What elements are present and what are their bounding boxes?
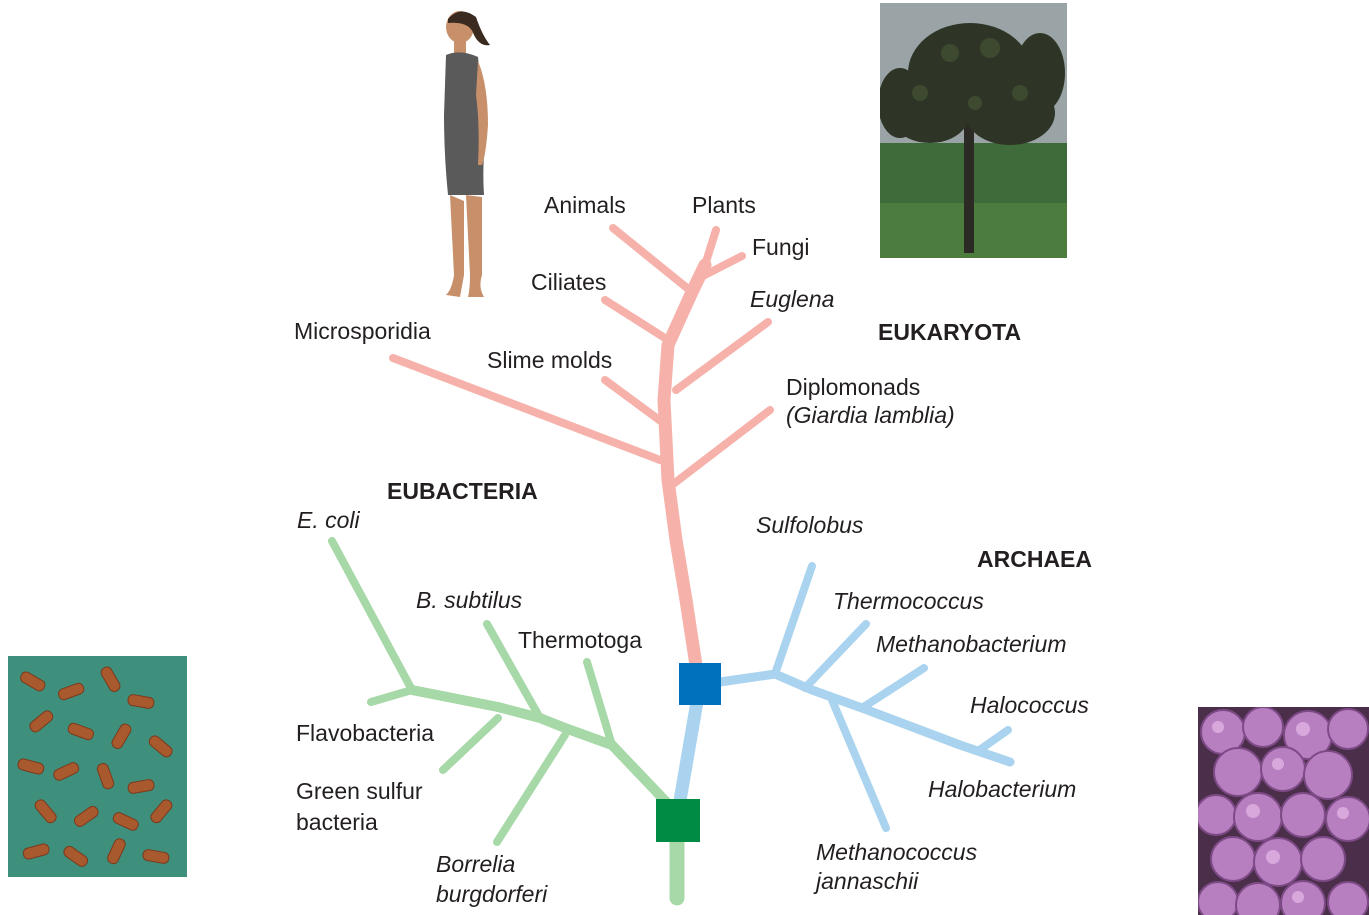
branch-animals [613,228,692,292]
label-thermococcus: Thermococcus [833,587,984,615]
human-figure-photo [430,5,496,303]
label-burgdorferi: burgdorferi [436,880,547,908]
branch-methanobacterium [862,668,924,708]
domain-archaea-label: ARCHAEA [977,545,1092,573]
domain-eukaryota-label: EUKARYOTA [878,318,1021,346]
rod-bacteria-micrograph [8,656,187,877]
archaea-trunk [677,690,699,818]
label-diplomonads: Diplomonads [786,373,920,401]
branch-green-sulfur [443,718,498,770]
label-thermotoga: Thermotoga [518,626,642,654]
branch-thermococcus [805,624,866,688]
branch-e-coli [332,541,412,690]
label-giardia-lamblia: (Giardia lamblia) [786,401,955,429]
label-e-coli: E. coli [297,506,360,534]
branch-plants [705,230,716,265]
tree-photo [880,3,1067,258]
label-euglena: Euglena [750,285,834,313]
archaea-root-node [679,663,721,705]
branch-diplomonads [672,410,770,485]
branch-flavobacteria [371,690,412,702]
label-slime-molds: Slime molds [487,346,612,374]
label-halococcus: Halococcus [970,691,1089,719]
label-flavobacteria: Flavobacteria [296,719,434,747]
label-green-sulfur-bacteria: bacteria [296,808,378,836]
archaea-stem [720,674,1010,762]
label-halobacterium: Halobacterium [928,775,1076,803]
label-methanobacterium: Methanobacterium [876,630,1067,658]
label-borrelia: Borrelia [436,850,515,878]
coccus-archaea-micrograph [1198,707,1369,915]
label-animals: Animals [544,191,626,219]
branch-halococcus [978,730,1008,751]
label-plants: Plants [692,191,756,219]
label-sulfolobus: Sulfolobus [756,511,863,539]
eubacteria-stem [412,690,672,808]
branch-sulfolobus [775,566,812,674]
label-fungi: Fungi [752,233,810,261]
label-jannaschii: jannaschii [816,867,918,895]
branch-slime-molds [605,380,662,422]
domain-eubacteria-label: EUBACTERIA [387,477,538,505]
branch-methanococcus [832,700,886,828]
label-green-sulfur: Green sulfur [296,777,423,805]
branch-euglena [676,322,768,390]
branch-ciliates [605,300,668,340]
label-ciliates: Ciliates [531,268,606,296]
label-microsporidia: Microsporidia [294,317,431,345]
label-methanococcus: Methanococcus [816,838,977,866]
label-b-subtilus: B. subtilus [416,586,522,614]
eubacteria-root-node [656,799,700,842]
branch-borrelia [497,735,565,842]
